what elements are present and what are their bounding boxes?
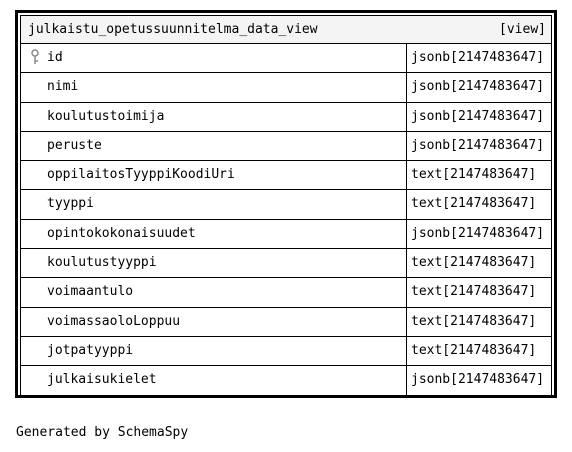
column-row: voimassaoloLoppuu text[2147483647] [20,307,552,337]
column-name: jotpatyyppi [47,342,134,358]
column-type: jsonb[2147483647] [411,225,545,241]
column-type: text[2147483647] [411,342,537,358]
column-row: id jsonb[2147483647] [20,44,552,74]
column-name: koulutustoimija [47,108,165,124]
column-type: jsonb[2147483647] [411,108,545,124]
column-type: text[2147483647] [411,313,537,329]
column-type: jsonb[2147483647] [411,79,545,95]
column-name: id [47,50,63,65]
column-type: jsonb[2147483647] [411,372,545,388]
table-node: julkaistu_opetussuunnitelma_data_view [v… [15,10,557,398]
table-name: julkaistu_opetussuunnitelma_data_view [28,22,318,37]
key-icon [31,49,39,64]
column-name-cell: oppilaitosTyyppiKoodiUri [21,161,407,190]
column-name-cell: nimi [21,73,407,102]
column-name-cell: opintokokonaisuudet [21,219,407,249]
column-list: id jsonb[2147483647] nimi jsonb[2147483647]… [20,44,552,396]
column-name-cell: voimaantulo [21,278,407,307]
column-name-cell: tyyppi [21,190,407,219]
column-name: julkaisukielet [47,372,157,388]
column-name-cell: peruste [21,131,407,161]
column-name-cell: koulutustyyppi [21,249,407,278]
column-row: peruste jsonb[2147483647] [20,131,552,162]
column-name-cell: julkaisukielet [21,366,407,395]
column-type: jsonb[2147483647] [411,137,545,153]
column-name: nimi [47,79,79,95]
column-row: opintokokonaisuudet jsonb[2147483647] [20,219,552,250]
column-row: koulutustoimija jsonb[2147483647] [20,102,552,132]
column-row: oppilaitosTyyppiKoodiUri text[2147483647] [20,161,552,191]
column-name-cell: id [21,44,407,73]
column-name: voimaantulo [47,284,134,300]
generator-credit: Generated by SchemaSpy [16,425,189,440]
column-row: voimaantulo text[2147483647] [20,278,552,308]
table-kind: [view] [499,22,546,37]
column-type: text[2147483647] [411,196,537,212]
column-type: text[2147483647] [411,167,537,183]
column-name: peruste [47,137,102,153]
column-type: text[2147483647] [411,255,537,271]
column-row: tyyppi text[2147483647] [20,190,552,220]
column-row: koulutustyyppi text[2147483647] [20,249,552,279]
column-name-cell: koulutustoimija [21,102,407,131]
column-name: voimassaoloLoppuu [47,313,181,329]
column-row: nimi jsonb[2147483647] [20,73,552,103]
column-name: opintokokonaisuudet [47,225,196,241]
table-header: julkaistu_opetussuunnitelma_data_view [v… [20,15,552,44]
column-row: julkaisukielet jsonb[2147483647] [20,366,552,396]
column-name-cell: jotpatyyppi [21,336,407,366]
column-type: jsonb[2147483647] [411,50,545,65]
column-name: koulutustyyppi [47,255,157,271]
column-name-cell: voimassaoloLoppuu [21,307,407,336]
column-name: tyyppi [47,196,94,212]
column-row: jotpatyyppi text[2147483647] [20,336,552,367]
column-type: text[2147483647] [411,284,537,300]
column-name: oppilaitosTyyppiKoodiUri [47,167,235,183]
